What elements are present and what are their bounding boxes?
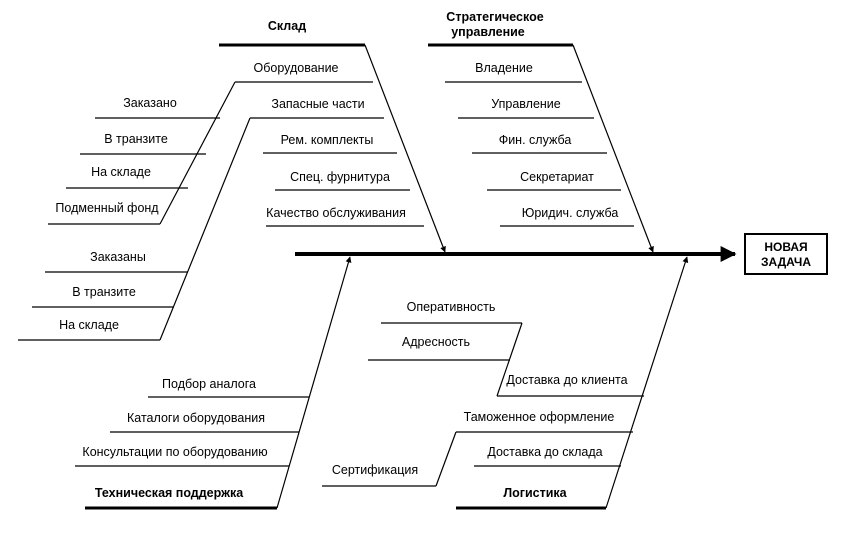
sub-replacement-fund: Подменный фонд — [55, 201, 159, 215]
cause-parts: Запасные части — [271, 97, 364, 111]
result-label-line2: ЗАДАЧА — [761, 255, 811, 269]
support-bone — [276, 256, 352, 509]
cause-fittings: Спец. фурнитура — [290, 170, 390, 184]
result-label-line1: НОВАЯ — [764, 240, 807, 254]
sub-in-stock: На складе — [91, 165, 151, 179]
cause-equipment: Оборудование — [253, 61, 338, 75]
cause-repair-kits: Рем. комплекты — [281, 133, 374, 147]
sub-efficiency: Оперативность — [407, 300, 496, 314]
result-box — [744, 233, 828, 275]
customs-sub-bone — [435, 431, 457, 487]
cause-secretariat: Секретариат — [520, 170, 594, 184]
warehouse-bone — [364, 44, 446, 253]
parts-sub-bone — [159, 117, 251, 341]
cause-delivery-client: Доставка до клиента — [506, 373, 627, 387]
cause-customs: Таможенное оформление — [464, 410, 615, 424]
cause-service-quality: Качество обслуживания — [266, 206, 406, 220]
sub-ordered: Заказано — [123, 96, 177, 110]
cause-consulting: Консультации по оборудованию — [82, 445, 267, 459]
logistics-title: Логистика — [503, 486, 567, 500]
cause-analog: Подбор аналога — [162, 377, 256, 391]
strategic-title-line2: управление — [451, 25, 525, 39]
sub-certification: Сертификация — [332, 463, 418, 477]
cause-management: Управление — [491, 97, 561, 111]
sub-addressing: Адресность — [402, 335, 470, 349]
warehouse-title: Склад — [268, 19, 306, 33]
sub-parts-in-stock: На складе — [59, 318, 119, 332]
cause-legal: Юридич. служба — [522, 206, 619, 220]
support-title: Техническая поддержка — [95, 486, 244, 500]
cause-delivery-warehouse: Доставка до склада — [487, 445, 602, 459]
sub-parts-in-transit: В транзите — [72, 285, 136, 299]
equipment-sub-bone — [159, 81, 236, 225]
cause-ownership: Владение — [475, 61, 533, 75]
strategic-title-line1: Стратегическое — [446, 10, 543, 24]
strategic-bone — [572, 44, 654, 253]
cause-catalogs: Каталоги оборудования — [127, 411, 265, 425]
cause-finance: Фин. служба — [499, 133, 572, 147]
sub-ordered-parts: Заказаны — [90, 250, 146, 264]
sub-in-transit: В транзите — [104, 132, 168, 146]
